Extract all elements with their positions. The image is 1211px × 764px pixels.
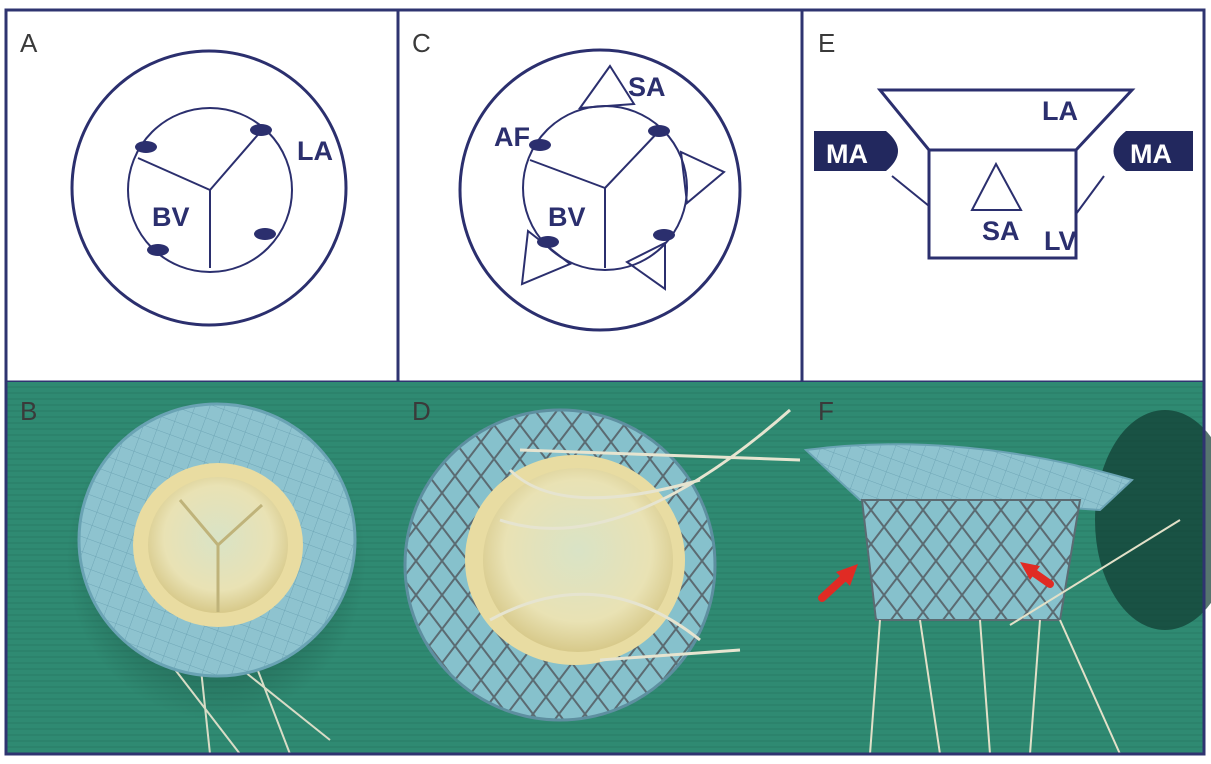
- stent-anchor-triangle: [679, 150, 726, 205]
- label-ma-left: MA: [826, 139, 868, 169]
- panel-a-letter: A: [20, 28, 38, 58]
- left-ventricle-box: [927, 148, 1078, 260]
- label-lv: LV: [1044, 226, 1077, 256]
- red-arrow-icon: [836, 564, 858, 586]
- anchor-dot: [537, 236, 559, 248]
- mitral-annulus-left: [814, 131, 898, 171]
- panel-c: C SA AF BV: [396, 8, 804, 384]
- label-sa: SA: [982, 216, 1020, 246]
- label-sa: SA: [628, 72, 666, 102]
- label-la: LA: [1042, 96, 1078, 126]
- label-bv: BV: [548, 202, 586, 232]
- stent-anchor-triangle: [577, 64, 636, 110]
- anchor-dot: [529, 139, 551, 151]
- label-ma-right: MA: [1130, 139, 1172, 169]
- panel-f-letter: F: [818, 396, 834, 426]
- panel-e: E LA MA MA SA LV: [800, 8, 1206, 384]
- annulus-outer-circle: [458, 48, 742, 332]
- stent-anchor-triangle: [970, 161, 1023, 211]
- leaflet-commissure-lines: [137, 129, 263, 268]
- anchor-dot: [648, 125, 670, 137]
- leaflets: [483, 468, 673, 652]
- annulus-outer-circle: [70, 49, 348, 327]
- panel-b-photo: B: [6, 382, 398, 755]
- valve-ring-circle: [127, 107, 293, 273]
- leaflet-commissure-lines: [529, 129, 661, 268]
- panel-c-frame: [396, 8, 804, 384]
- anchor-dot: [653, 229, 675, 241]
- label-bv: BV: [152, 202, 190, 232]
- anchor-dot: [254, 228, 276, 240]
- shadow: [1095, 410, 1211, 630]
- mitral-annulus-right: [1113, 131, 1193, 171]
- figure-border: [4, 8, 1206, 756]
- label-af: AF: [494, 122, 530, 152]
- suture-strands: [489, 408, 801, 662]
- panel-d-letter: D: [412, 396, 431, 426]
- panel-c-letter: C: [412, 28, 431, 58]
- anchor-dot: [147, 244, 169, 256]
- anchor-dot: [135, 141, 157, 153]
- panel-f-photo: F: [802, 382, 1211, 755]
- panel-e-letter: E: [818, 28, 835, 58]
- panel-b-letter: B: [20, 396, 37, 426]
- leaflet-coaptation: [178, 499, 264, 612]
- annulus-connector-lines: [891, 175, 1105, 215]
- panel-d-photo: D: [398, 382, 802, 754]
- anchor-dot: [250, 124, 272, 136]
- suture-strands: [869, 519, 1181, 755]
- panel-e-frame: [800, 8, 1206, 384]
- label-la: LA: [297, 136, 333, 166]
- stent-anchor-triangle: [625, 241, 666, 291]
- red-arrow-icon: [1020, 562, 1040, 580]
- suture-strands: [159, 649, 331, 755]
- panel-a: A BV LA: [4, 8, 400, 384]
